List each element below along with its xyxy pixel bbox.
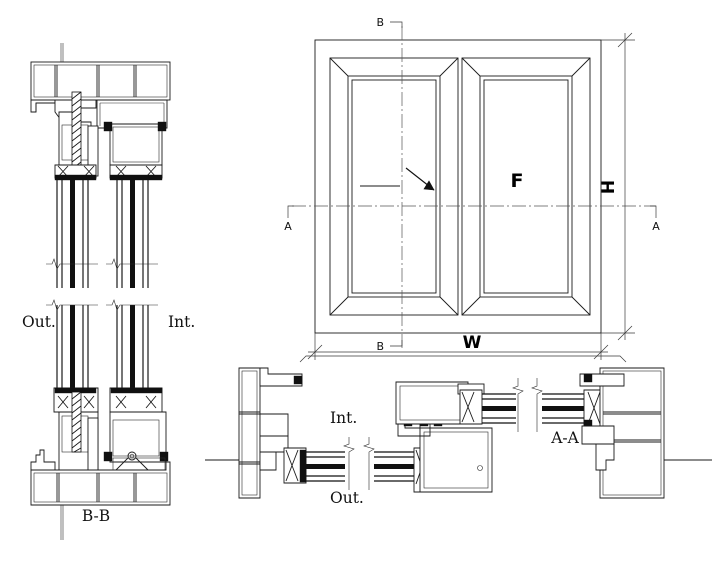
elevation-outer-frame [314, 39, 602, 334]
section-marker-a-left-leader [287, 205, 294, 218]
aa-left-jamb-mid-chamber [259, 413, 289, 437]
section-marker-b-top-leader [390, 21, 403, 28]
bb-head-frame-outer [30, 61, 171, 101]
bb-glass-seat-left [54, 174, 97, 181]
bb-label-int: Int. [168, 313, 195, 331]
aa-left-jamb-return-top [259, 367, 303, 387]
aa-glass-upper-left [482, 393, 516, 424]
bb-head-frame-inner [33, 64, 168, 98]
aa-centre-screw-icon [477, 465, 483, 471]
bb-sill-drip-lip [30, 449, 56, 471]
section-marker-b-bottom: B [376, 340, 384, 353]
bb-break-line-left-upper [46, 258, 98, 270]
section-bb-title: B-B [82, 507, 110, 525]
aa-centre-block [419, 427, 493, 493]
bb-bottom-bead-x-rb [115, 395, 127, 409]
elev-left-miter-tr [439, 57, 459, 77]
aa-left-jamb-outer [238, 367, 261, 499]
aa-break-line-upper-a [512, 378, 524, 432]
bb-seal-block-left [103, 121, 113, 132]
bb-break-line-right-upper [106, 258, 158, 270]
elevation-left-sash-outer [329, 57, 459, 316]
elev-right-miter-bl [461, 296, 481, 316]
aa-right-seal-block-top [583, 373, 593, 383]
bb-lower-glass-left [56, 305, 89, 392]
elevation-left-sash-inner [351, 79, 437, 294]
bb-label-out: Out. [22, 313, 56, 331]
aa-upper-sash-stile [459, 389, 483, 425]
aa-label-int: Int. [330, 409, 357, 427]
elev-right-miter-br [571, 296, 591, 316]
dimension-height: H [599, 32, 635, 341]
aa-break-line-lower-b [363, 437, 375, 490]
bb-glass-seat-right-lower [110, 387, 163, 394]
elev-right-miter-tr [571, 57, 591, 77]
dimension-height-label: H [599, 180, 619, 194]
bb-head-track-right [96, 99, 168, 129]
bb-break-line-left-lower [46, 299, 98, 311]
elev-right-miter-tl [461, 57, 481, 77]
elev-left-miter-br [439, 296, 459, 316]
bb-gasket-strip [71, 91, 82, 171]
bb-sash-top-rail-right [109, 123, 163, 166]
bb-break-line-right-lower [106, 299, 158, 311]
elevation-right-sash-outer [461, 57, 591, 316]
aa-left-stile-x-b [285, 449, 299, 482]
aa-upper-stile-x-b [461, 391, 475, 423]
section-aa-title: A-A [550, 429, 579, 447]
aa-label-out: Out. [330, 489, 364, 507]
dimension-width: W [307, 333, 609, 360]
dimension-width-label: W [463, 333, 482, 353]
aa-break-line-lower-a [343, 437, 355, 490]
elev-left-miter-bl [329, 296, 349, 316]
section-bb-upper-view [30, 43, 171, 288]
bb-roller-hardware-icon [127, 451, 137, 461]
bb-bottom-bead-x-rd [145, 395, 157, 409]
aa-glass-lower-right [374, 451, 416, 482]
section-marker-a-right-leader [650, 205, 657, 218]
aa-right-jamb-lower-return [581, 425, 615, 445]
elevation-fixed-panel-label: F [511, 170, 524, 192]
aa-break-line-upper-b [531, 378, 543, 432]
aa-right-stile-x-b [587, 391, 601, 425]
bb-sash-right-cavity [112, 126, 160, 163]
bb-sash-bottom-upstand [87, 417, 99, 471]
aa-left-jamb-cavity [241, 370, 258, 496]
bb-sill-frame-inner [33, 472, 168, 503]
section-marker-a-left: A [284, 220, 292, 233]
aa-upper-sash-box [395, 381, 469, 425]
aa-extension-leader [299, 355, 627, 363]
bb-bottom-bead-x-ld [83, 395, 95, 409]
bb-glass-unit-right [116, 180, 149, 288]
elevation-right-sash-inner [483, 79, 569, 294]
section-marker-b-bottom-leader [390, 340, 403, 347]
bb-glass-seat-right [109, 174, 163, 181]
section-bb-lower-view: Out. Int. B-B [22, 299, 195, 540]
bb-seal-block-right [157, 121, 167, 132]
elev-left-miter-tl [329, 57, 349, 77]
aa-glass-lower-left [306, 451, 345, 482]
sliding-direction-arrow-icon [360, 167, 435, 191]
elevation-right-sash-mid [479, 75, 573, 298]
bb-sill-seal-left [103, 451, 113, 462]
bb-lower-glass-right [116, 305, 149, 392]
section-aa-view: Int. Out. A-A [205, 355, 712, 507]
aa-left-jamb-lower-leg [259, 451, 277, 471]
aa-centre-block-cavity [423, 431, 489, 489]
aa-left-seal-block-top [293, 375, 303, 385]
bb-gasket-strip-lower [71, 391, 82, 453]
bb-glass-unit-left [56, 180, 89, 288]
window-elevation-view: F B B A A W H [284, 16, 660, 360]
bb-sash-bottom-rail-right [109, 411, 167, 463]
aa-glass-upper-right [542, 393, 586, 424]
section-marker-b-top: B [376, 16, 384, 29]
bb-bottom-bead-x-lb [57, 395, 69, 409]
section-marker-a-right: A [652, 220, 660, 233]
elevation-left-sash-mid [347, 75, 441, 298]
aa-right-jamb-step [595, 443, 615, 471]
aa-left-stile-seal [299, 449, 307, 483]
bb-sill-seal-right [159, 451, 169, 462]
